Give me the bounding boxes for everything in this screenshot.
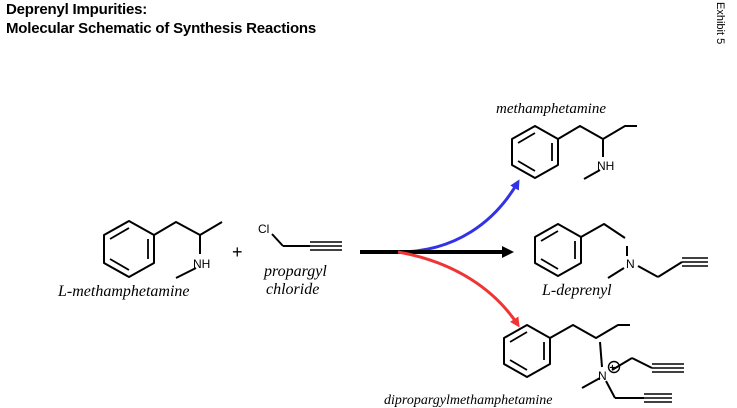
reagent-label-line-1: propargyl xyxy=(263,263,327,280)
middle-product-label: L-deprenyl xyxy=(541,282,612,299)
l-deprenyl-structure xyxy=(534,223,708,279)
middle-n-atom: N xyxy=(626,257,635,271)
top-product-label: methamphetamine xyxy=(496,101,606,117)
reactant-nh-atom: NH xyxy=(193,257,210,271)
methamphetamine-structure xyxy=(511,125,637,180)
plus-sign: + xyxy=(232,242,243,262)
title-line-2: Molecular Schematic of Synthesis Reactio… xyxy=(6,20,317,37)
cl-atom: Cl xyxy=(258,222,269,236)
reactant-label: L-methamphetamine xyxy=(57,283,190,300)
arrow-to-dipropargyl xyxy=(397,250,520,328)
dipropargyl-structure xyxy=(503,324,684,403)
bottom-n-atom: N xyxy=(598,369,607,383)
arrow-to-methamphetamine xyxy=(397,179,520,254)
charge-icon: + xyxy=(610,363,616,374)
reagent-label-line-2: chloride xyxy=(266,281,319,298)
top-nh-atom: NH xyxy=(597,159,614,173)
propargyl-chloride-structure xyxy=(271,233,342,251)
page-title: Deprenyl Impurities: Molecular Schematic… xyxy=(6,0,316,38)
l-methamphetamine-structure xyxy=(103,220,223,279)
title-line-1: Deprenyl Impurities: xyxy=(6,1,148,18)
bottom-product-label: dipropargylmethamphetamine xyxy=(384,393,553,408)
